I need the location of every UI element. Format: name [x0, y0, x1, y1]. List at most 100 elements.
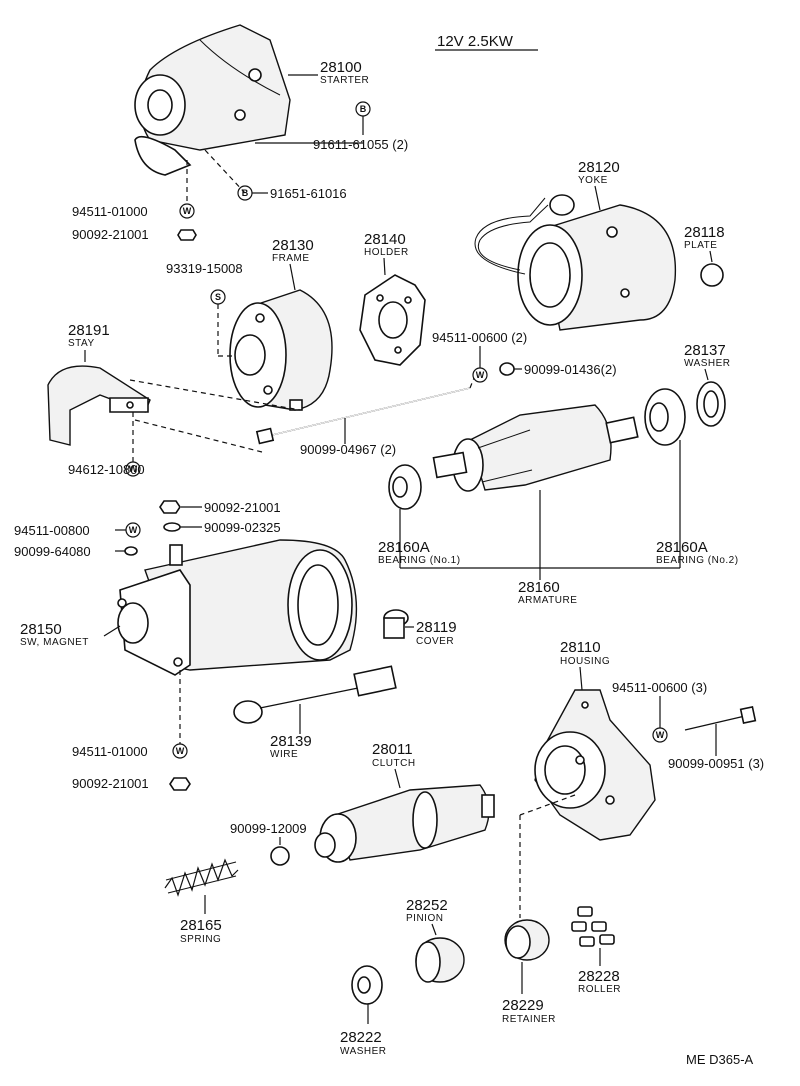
- part-number-yoke: 28120: [578, 159, 620, 176]
- screw-symbol-label: S: [215, 292, 221, 302]
- holder-drawing: [359, 274, 426, 366]
- part-name-starter: STARTER: [320, 75, 369, 86]
- fastener-f1: 91611-61055 (2): [313, 137, 408, 152]
- frame-drawing: [229, 289, 333, 411]
- part-name-plate: PLATE: [684, 240, 717, 251]
- diagram-code: ME D365-A: [686, 1052, 754, 1067]
- bolt-symbol-label-2: B: [242, 188, 249, 198]
- part-number-frame: 28130: [272, 237, 314, 254]
- fastener-f11: 94511-00800: [14, 523, 90, 538]
- fastener-f9: 94612-10800: [68, 462, 145, 477]
- part-name-frame: FRAME: [272, 253, 310, 264]
- part-name-bearing1: BEARING (No.1): [378, 555, 461, 566]
- fastener-f13: 90099-64080: [14, 544, 91, 559]
- yoke-drawing: [474, 194, 677, 331]
- washer-symbol-icon: [179, 203, 195, 219]
- fastener-f2: 91651-61016: [270, 186, 347, 201]
- spring-drawing: [164, 858, 239, 897]
- part-number-starter: 28100: [320, 59, 362, 76]
- part-name-washer-top: WASHER: [684, 358, 731, 369]
- washer-symbol-icon-5: [172, 743, 188, 759]
- fastener-f14: 94511-01000: [72, 744, 148, 759]
- part-name-housing: HOUSING: [560, 656, 610, 667]
- lock-washer-icon: [124, 546, 138, 556]
- part-number-bearing2: 28160A: [656, 539, 708, 556]
- spring-washer-icon: [499, 362, 515, 376]
- washer-symbol-label-5: W: [176, 746, 185, 756]
- part-number-clutch: 28011: [372, 741, 413, 758]
- part-name-clutch: CLUTCH: [372, 758, 416, 769]
- pinion-drawing: [415, 937, 465, 983]
- part-name-bearing2: BEARING (No.2): [656, 555, 739, 566]
- part-number-sw-magnet: 28150: [20, 621, 62, 638]
- part-number-retainer: 28229: [502, 997, 544, 1014]
- washer-symbol-label-3: W: [129, 464, 138, 474]
- fastener-f5: 93319-15008: [166, 261, 243, 276]
- washer-symbol-label-6: W: [656, 730, 665, 740]
- part-number-holder: 28140: [364, 231, 406, 248]
- part-number-roller: 28228: [578, 968, 620, 985]
- nut-icon-2: [159, 500, 181, 514]
- part-name-cover: COVER: [416, 636, 454, 647]
- part-number-washer-bottom: 28222: [340, 1029, 382, 1046]
- part-name-wire: WIRE: [270, 749, 298, 760]
- housing-bolt-drawing: [684, 705, 757, 731]
- washer-symbol-label-2: W: [476, 370, 485, 380]
- washer-symbol-icon-6: [652, 727, 668, 743]
- retainer-drawing: [504, 919, 550, 961]
- fastener-f7: 90099-01436(2): [524, 362, 617, 377]
- fastener-f17: 94511-00600 (3): [612, 680, 707, 695]
- plate-drawing: [700, 263, 724, 287]
- part-number-armature: 28160: [518, 579, 560, 596]
- washer-symbol-icon-4: [125, 522, 141, 538]
- part-name-yoke: YOKE: [578, 175, 608, 186]
- washer-symbol-icon-3: [125, 461, 141, 477]
- sw-magnet-drawing: [117, 539, 358, 676]
- part-number-housing: 28110: [560, 639, 601, 656]
- fastener-f16: 90099-12009: [230, 821, 307, 836]
- starter-drawing: [134, 24, 291, 176]
- through-bolt-drawing: [255, 387, 471, 445]
- part-number-bearing1: 28160A: [378, 539, 430, 556]
- fastener-f18: 90099-00951 (3): [668, 756, 764, 771]
- part-name-holder: HOLDER: [364, 247, 409, 258]
- part-name-pinion: PINION: [406, 913, 443, 924]
- fastener-f10: 90092-21001: [204, 500, 281, 515]
- fastener-f4: 90092-21001: [72, 227, 149, 242]
- part-name-spring: SPRING: [180, 934, 221, 945]
- fastener-f6: 94511-00600 (2): [432, 330, 527, 345]
- bolt-symbol-label: B: [360, 104, 367, 114]
- wire-drawing: [233, 665, 397, 724]
- part-number-spring: 28165: [180, 917, 222, 934]
- flat-washer-icon: [163, 522, 181, 532]
- part-name-sw-magnet: SW, MAGNET: [20, 637, 89, 648]
- fastener-f12: 90099-02325: [204, 520, 281, 535]
- part-name-roller: ROLLER: [578, 984, 621, 995]
- voltage-spec: 12V 2.5KW: [437, 33, 514, 50]
- nut-icon: [177, 229, 197, 241]
- part-name-armature: ARMATURE: [518, 595, 577, 606]
- part-name-retainer: RETAINER: [502, 1014, 556, 1025]
- washer-symbol-label: W: [183, 206, 192, 216]
- cover-drawing: [383, 609, 409, 639]
- housing-drawing: [534, 689, 656, 841]
- part-number-wire: 28139: [270, 733, 312, 750]
- fastener-f15: 90092-21001: [72, 776, 149, 791]
- fastener-f3: 94511-01000: [72, 204, 148, 219]
- clutch-drawing: [314, 784, 495, 863]
- part-number-washer-top: 28137: [684, 342, 726, 359]
- part-number-stay: 28191: [68, 322, 110, 339]
- ball-drawing: [270, 846, 290, 866]
- armature-drawing: [432, 404, 639, 492]
- washer-symbol-label-4: W: [129, 525, 138, 535]
- stay-drawing: [47, 365, 151, 446]
- part-number-cover: 28119: [416, 619, 457, 636]
- nut-icon-3: [169, 777, 191, 791]
- washer-symbol-icon-2: [472, 367, 488, 383]
- part-number-pinion: 28252: [406, 897, 448, 914]
- part-name-stay: STAY: [68, 338, 95, 349]
- part-name-washer-bottom: WASHER: [340, 1046, 387, 1057]
- roller-drawing: [571, 906, 615, 947]
- part-number-plate: 28118: [684, 224, 725, 241]
